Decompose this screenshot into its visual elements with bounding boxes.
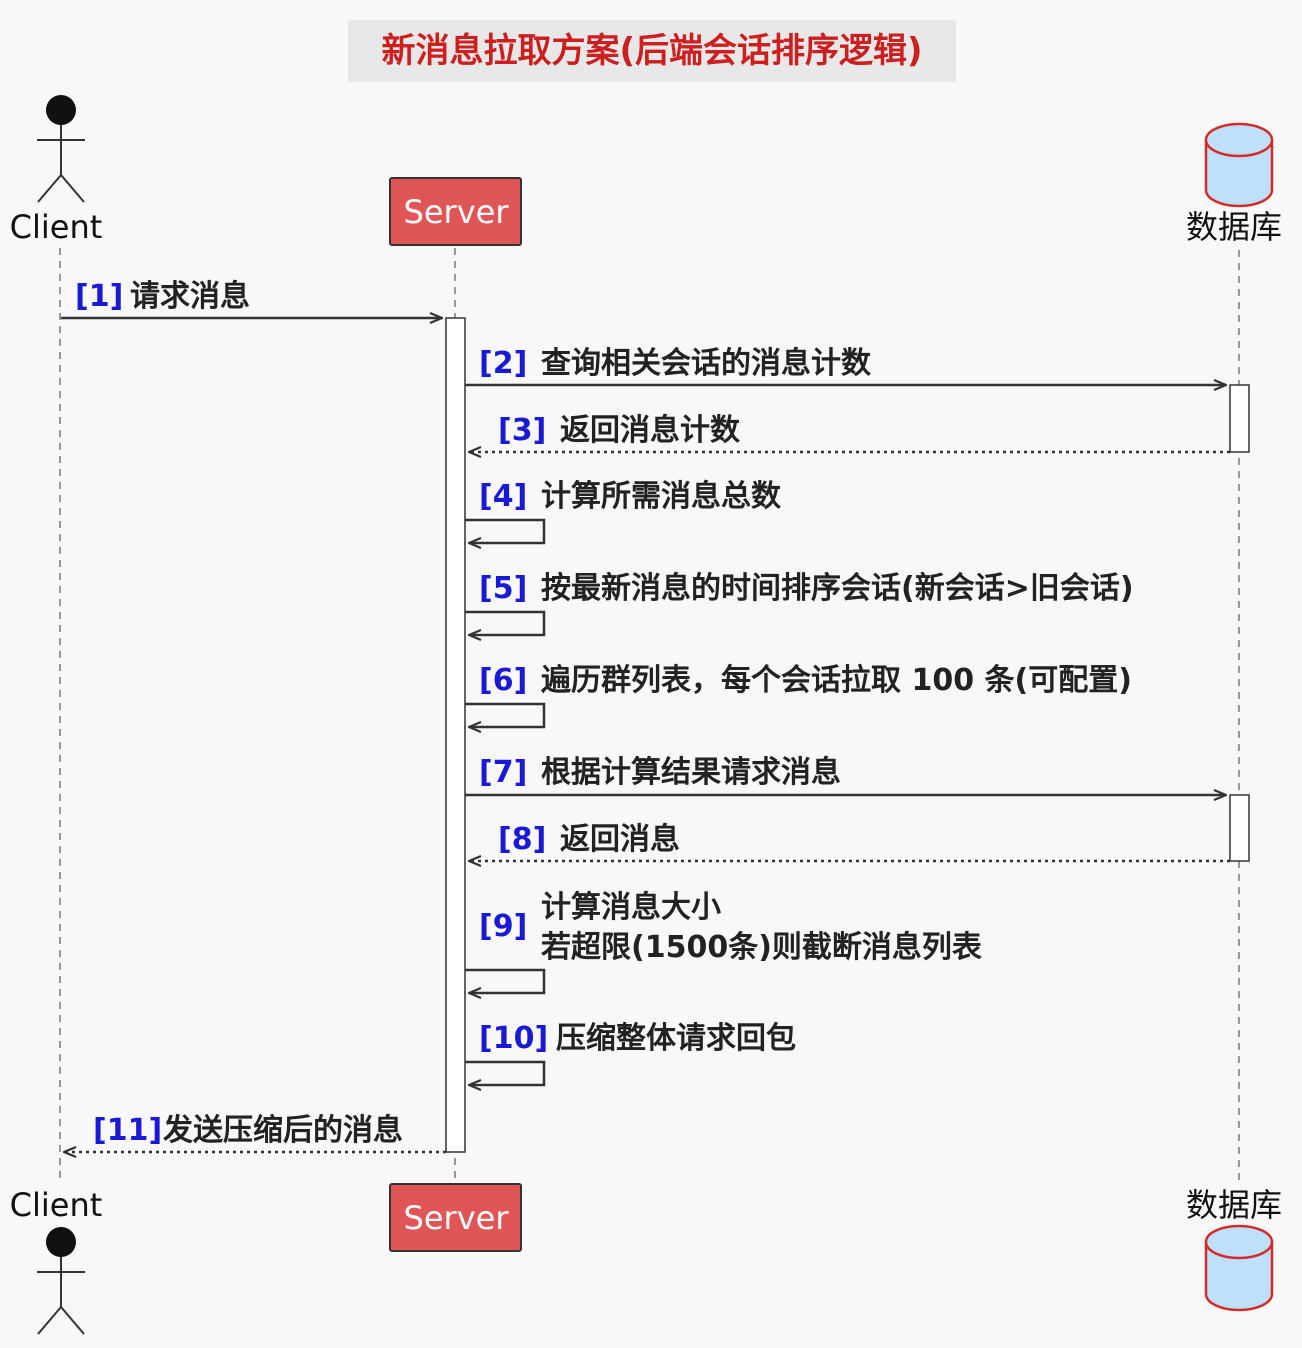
message-number: [4] — [479, 479, 527, 514]
self-call-arrow — [465, 702, 546, 727]
message-label: 按最新消息的时间排序会话(新会话>旧会话) — [541, 571, 1134, 606]
message-11: [11] 发送压缩后的消息 — [64, 1113, 446, 1152]
message-label: 发送压缩后的消息 — [162, 1113, 403, 1148]
server-box-bottom — [389, 1183, 522, 1252]
message-label: 返回消息计数 — [560, 413, 741, 448]
message-number: [6] — [479, 663, 527, 698]
database-icon — [1204, 1224, 1274, 1312]
message-label: 根据计算结果请求消息 — [541, 755, 841, 790]
message-label-line-2: 若超限(1500条)则截断消息列表 — [541, 930, 982, 965]
message-7: [7] 根据计算结果请求消息 — [465, 755, 1226, 795]
server-participant-top: Server — [389, 177, 522, 246]
server-label-bottom: Server — [404, 1199, 510, 1237]
self-call-arrow — [465, 1060, 546, 1085]
actor-icon — [37, 1227, 85, 1335]
message-number: [7] — [479, 755, 527, 790]
title-background — [348, 20, 956, 82]
database-label-bottom: 数据库 — [1186, 1186, 1282, 1224]
database-icon — [1204, 122, 1274, 208]
message-label: 压缩整体请求回包 — [556, 1021, 796, 1056]
message-number: [1] — [75, 279, 123, 314]
message-label: 遍历群列表，每个会话拉取 100 条(可配置) — [541, 663, 1132, 698]
server-label-top: Server — [404, 193, 510, 231]
client-actor-top: Client — [10, 95, 103, 246]
server-participant-bottom: Server — [389, 1183, 522, 1252]
self-call-arrow — [465, 968, 546, 993]
message-label: 返回消息 — [560, 822, 680, 857]
message-9: [9] 计算消息大小 若超限(1500条)则截断消息列表 — [465, 890, 982, 993]
message-1: [1] 请求消息 — [61, 279, 442, 318]
database-participant-bottom: 数据库 — [1186, 1186, 1282, 1312]
message-label-line-1: 计算消息大小 — [541, 890, 721, 925]
message-label: 查询相关会话的消息计数 — [541, 346, 872, 381]
message-number: [5] — [479, 571, 527, 606]
database-participant-top: 数据库 — [1186, 122, 1282, 246]
self-call-arrow — [465, 518, 546, 543]
message-number: [10] — [479, 1021, 548, 1056]
message-number: [8] — [498, 822, 546, 857]
message-number: [9] — [479, 909, 527, 944]
message-5: [5] 按最新消息的时间排序会话(新会话>旧会话) — [465, 571, 1134, 635]
message-number: [3] — [498, 413, 546, 448]
client-actor-bottom: Client — [10, 1186, 103, 1335]
database-label-top: 数据库 — [1186, 208, 1282, 246]
actor-icon — [37, 95, 85, 203]
message-6: [6] 遍历群列表，每个会话拉取 100 条(可配置) — [465, 663, 1132, 727]
message-label: 请求消息 — [130, 279, 250, 314]
database-activation-bar-1 — [1229, 384, 1250, 453]
message-10: [10] 压缩整体请求回包 — [465, 1021, 796, 1085]
message-3: [3] 返回消息计数 — [469, 413, 1230, 452]
message-2: [2] 查询相关会话的消息计数 — [465, 346, 1226, 385]
message-4: [4] 计算所需消息总数 — [465, 479, 782, 543]
message-number: [2] — [479, 346, 527, 381]
client-label-bottom: Client — [10, 1186, 103, 1224]
self-call-arrow — [465, 610, 546, 635]
client-label-top: Client — [10, 208, 103, 246]
diagram-title: 新消息拉取方案(后端会话排序逻辑) — [381, 31, 922, 71]
message-label: 计算所需消息总数 — [541, 479, 782, 514]
server-activation-bar — [445, 317, 466, 1153]
database-activation-bar-2 — [1229, 794, 1250, 862]
message-8: [8] 返回消息 — [469, 822, 1230, 861]
message-number: [11] — [93, 1113, 162, 1148]
server-box-top — [389, 177, 522, 246]
